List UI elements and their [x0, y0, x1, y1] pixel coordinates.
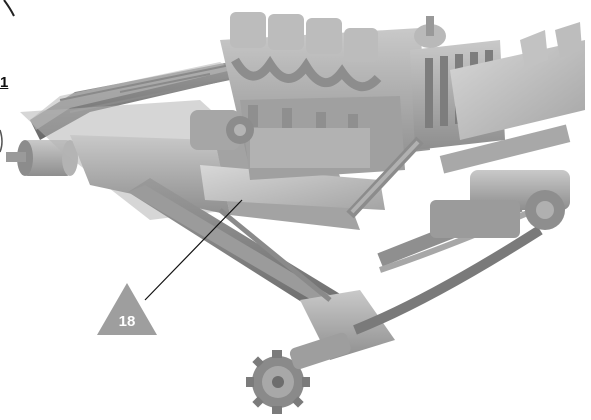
gearbox — [190, 110, 254, 150]
front-hub — [246, 290, 395, 414]
tie-rod — [218, 208, 332, 302]
side-shield — [439, 22, 585, 174]
steering-rod — [346, 136, 424, 219]
part-number-label: 18 — [119, 313, 136, 330]
engine-block — [220, 12, 430, 180]
step-number: 1 — [0, 74, 9, 91]
callout-leader-line — [144, 199, 243, 301]
corner-arc — [3, 0, 15, 17]
rear-tubing — [59, 64, 236, 113]
right-sprocket — [430, 170, 570, 238]
part-callout-badge: 18 — [97, 283, 157, 335]
lower-axle-bar — [128, 178, 350, 320]
edge-arc — [0, 129, 3, 153]
